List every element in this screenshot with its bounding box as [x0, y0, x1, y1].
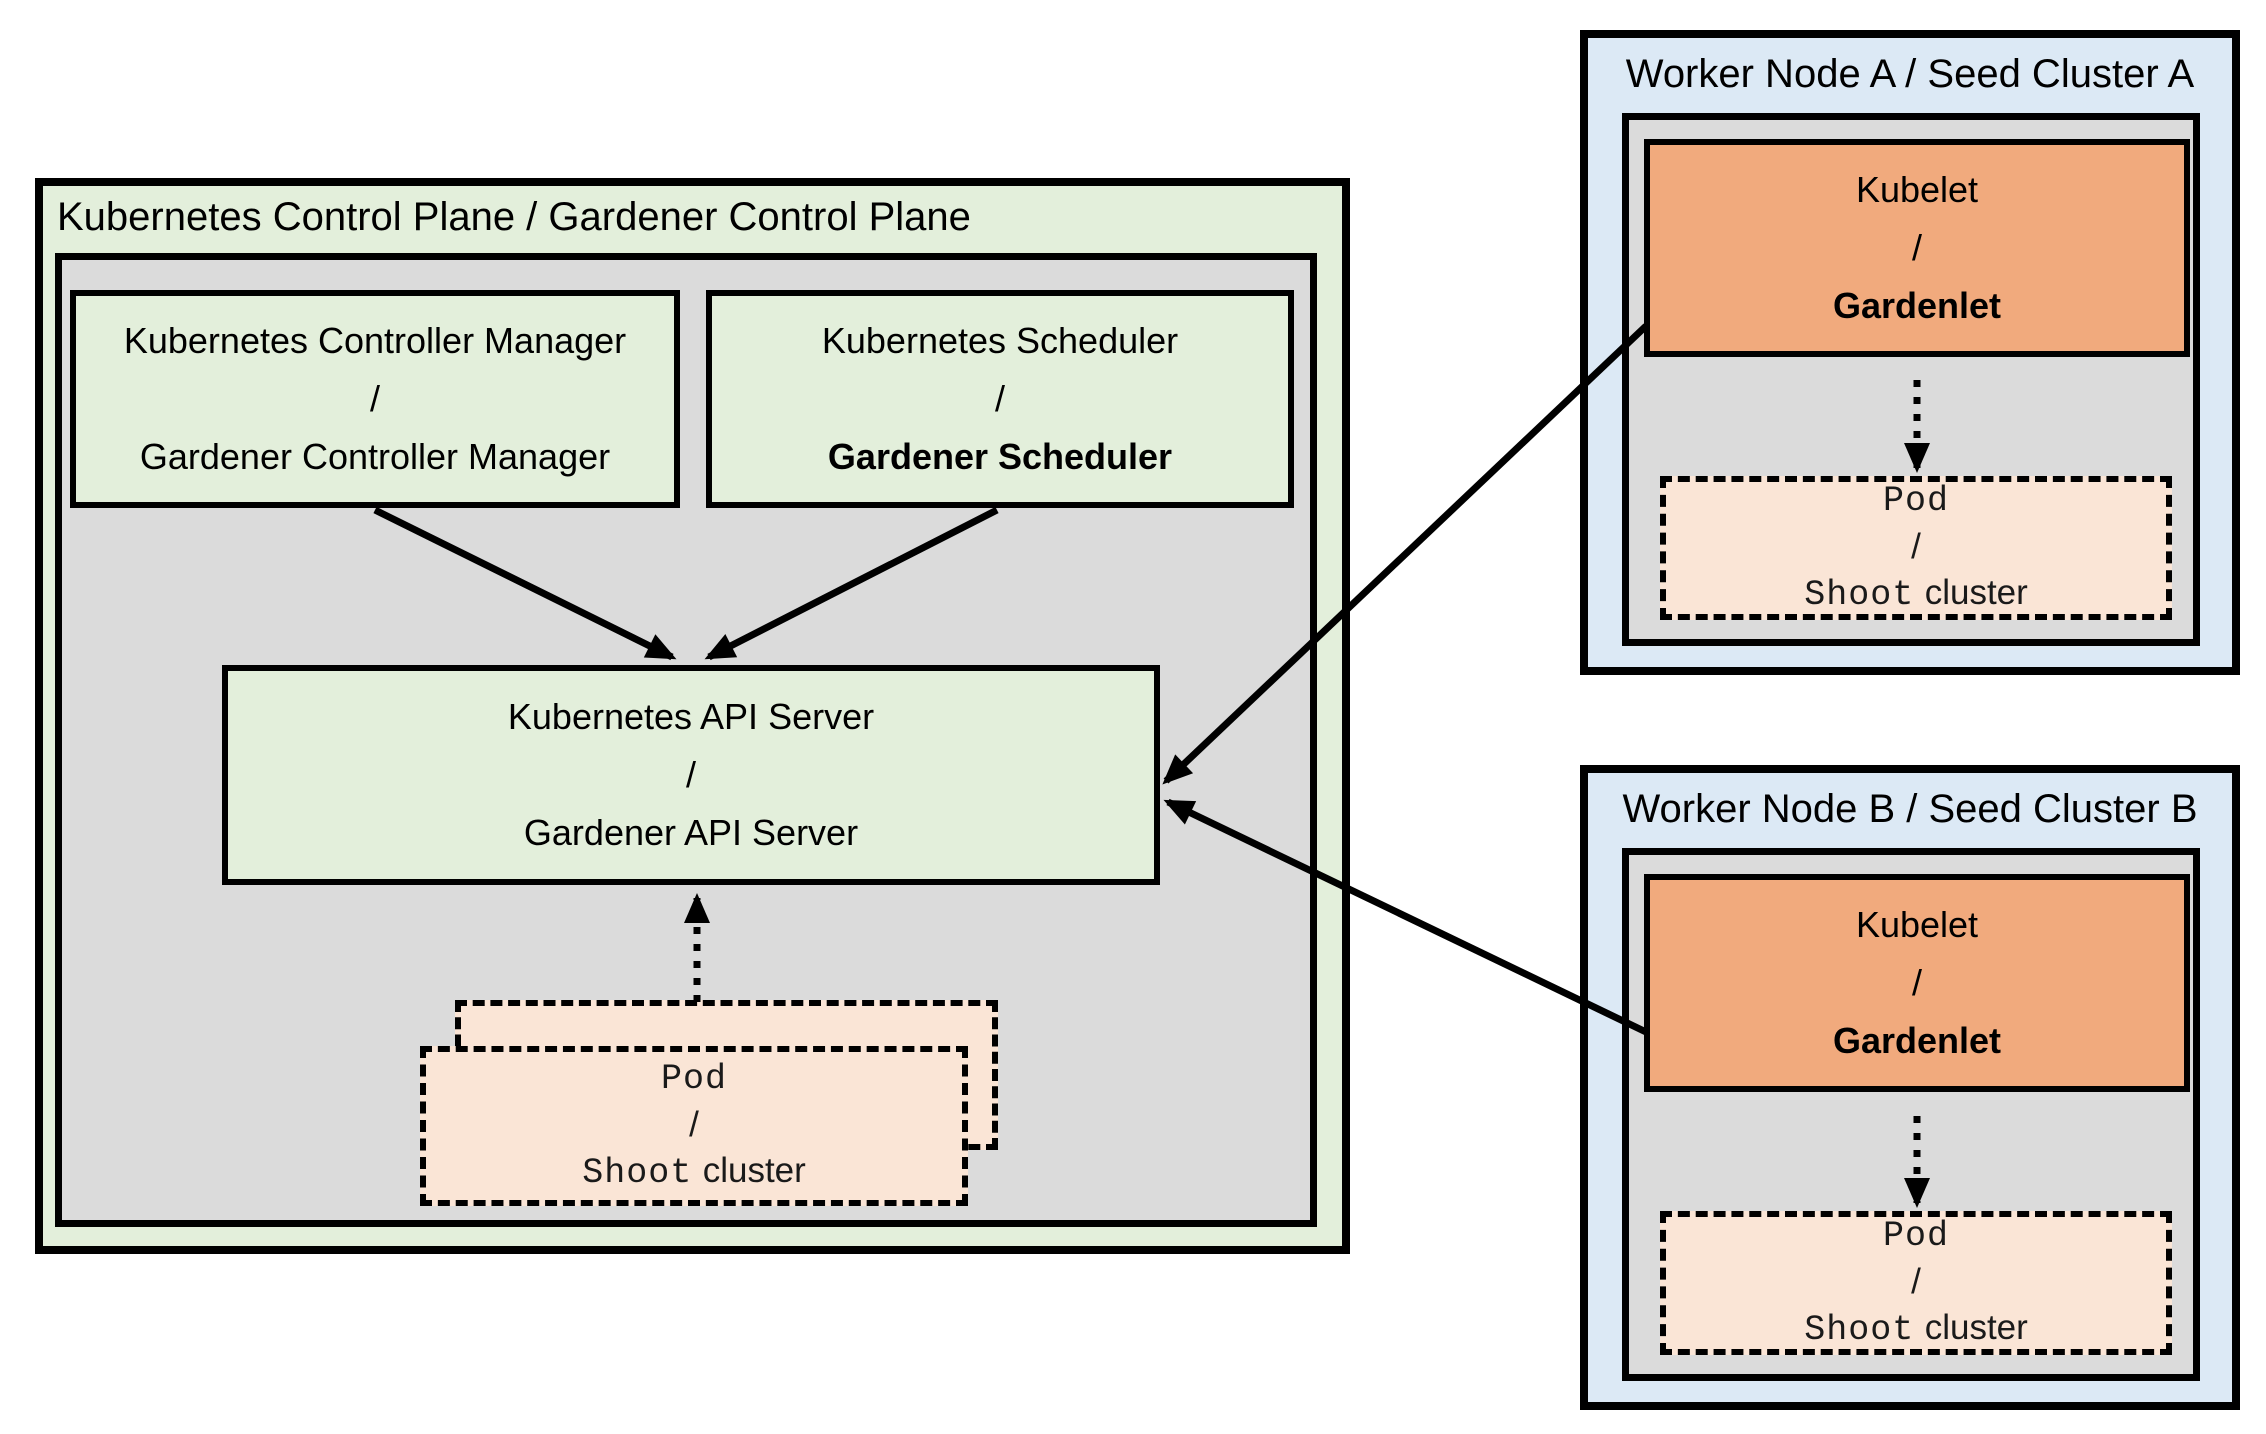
scheduler-label: Kubernetes Scheduler / Gardener Schedule…	[712, 296, 1288, 502]
scheduler-box: Kubernetes Scheduler / Gardener Schedule…	[706, 290, 1294, 508]
label-line: Pod	[660, 1058, 727, 1099]
controller-manager-box: Kubernetes Controller Manager / Gardener…	[70, 290, 680, 508]
label-line: Kubelet	[1855, 903, 1979, 945]
label-separator: /	[994, 377, 1005, 419]
label-separator: /	[1911, 226, 1922, 268]
label-separator: /	[1911, 526, 1921, 566]
label-code-part: Shoot	[1804, 1310, 1915, 1351]
label-line: Gardener API Server	[523, 812, 859, 854]
label-line: Gardenlet	[1832, 1020, 2002, 1062]
label-text-part: cluster	[1924, 573, 2028, 613]
label-separator: /	[369, 377, 380, 419]
controller-manager-label: Kubernetes Controller Manager / Gardener…	[76, 296, 674, 502]
label-line: Gardener Controller Manager	[139, 436, 611, 478]
label-code-part: Shoot	[1804, 575, 1915, 616]
control-plane-title: Kubernetes Control Plane / Gardener Cont…	[57, 195, 971, 239]
label-line: Kubelet	[1855, 168, 1979, 210]
label-separator: /	[685, 753, 696, 795]
api-server-box: Kubernetes API Server / Gardener API Ser…	[222, 665, 1160, 885]
label-line: Kubernetes API Server	[507, 695, 875, 737]
worker-node-a-title: Worker Node A / Seed Cluster A	[1625, 52, 2195, 96]
label-line: Kubernetes Scheduler	[821, 319, 1179, 361]
label-line: Gardener Scheduler	[827, 436, 1173, 478]
label-line: Kubernetes Controller Manager	[123, 319, 627, 361]
label-separator: /	[689, 1104, 699, 1144]
kubelet-a-label: Kubelet / Gardenlet	[1650, 145, 2184, 351]
label-line: Pod	[1882, 1215, 1949, 1256]
kubelet-b-label: Kubelet / Gardenlet	[1650, 880, 2184, 1086]
kubelet-box-b: Kubelet / Gardenlet	[1644, 874, 2190, 1092]
kubelet-box-a: Kubelet / Gardenlet	[1644, 139, 2190, 357]
label-text-part: cluster	[702, 1151, 806, 1191]
label-line: Pod	[1882, 480, 1949, 521]
label-separator: /	[1911, 961, 1922, 1003]
label-code-part: Shoot	[582, 1153, 693, 1194]
label-line: Gardenlet	[1832, 285, 2002, 327]
api-server-label: Kubernetes API Server / Gardener API Ser…	[228, 671, 1154, 879]
label-separator: /	[1911, 1261, 1921, 1301]
worker-node-b-title: Worker Node B / Seed Cluster B	[1622, 787, 2198, 831]
label-text-part: cluster	[1924, 1308, 2028, 1348]
